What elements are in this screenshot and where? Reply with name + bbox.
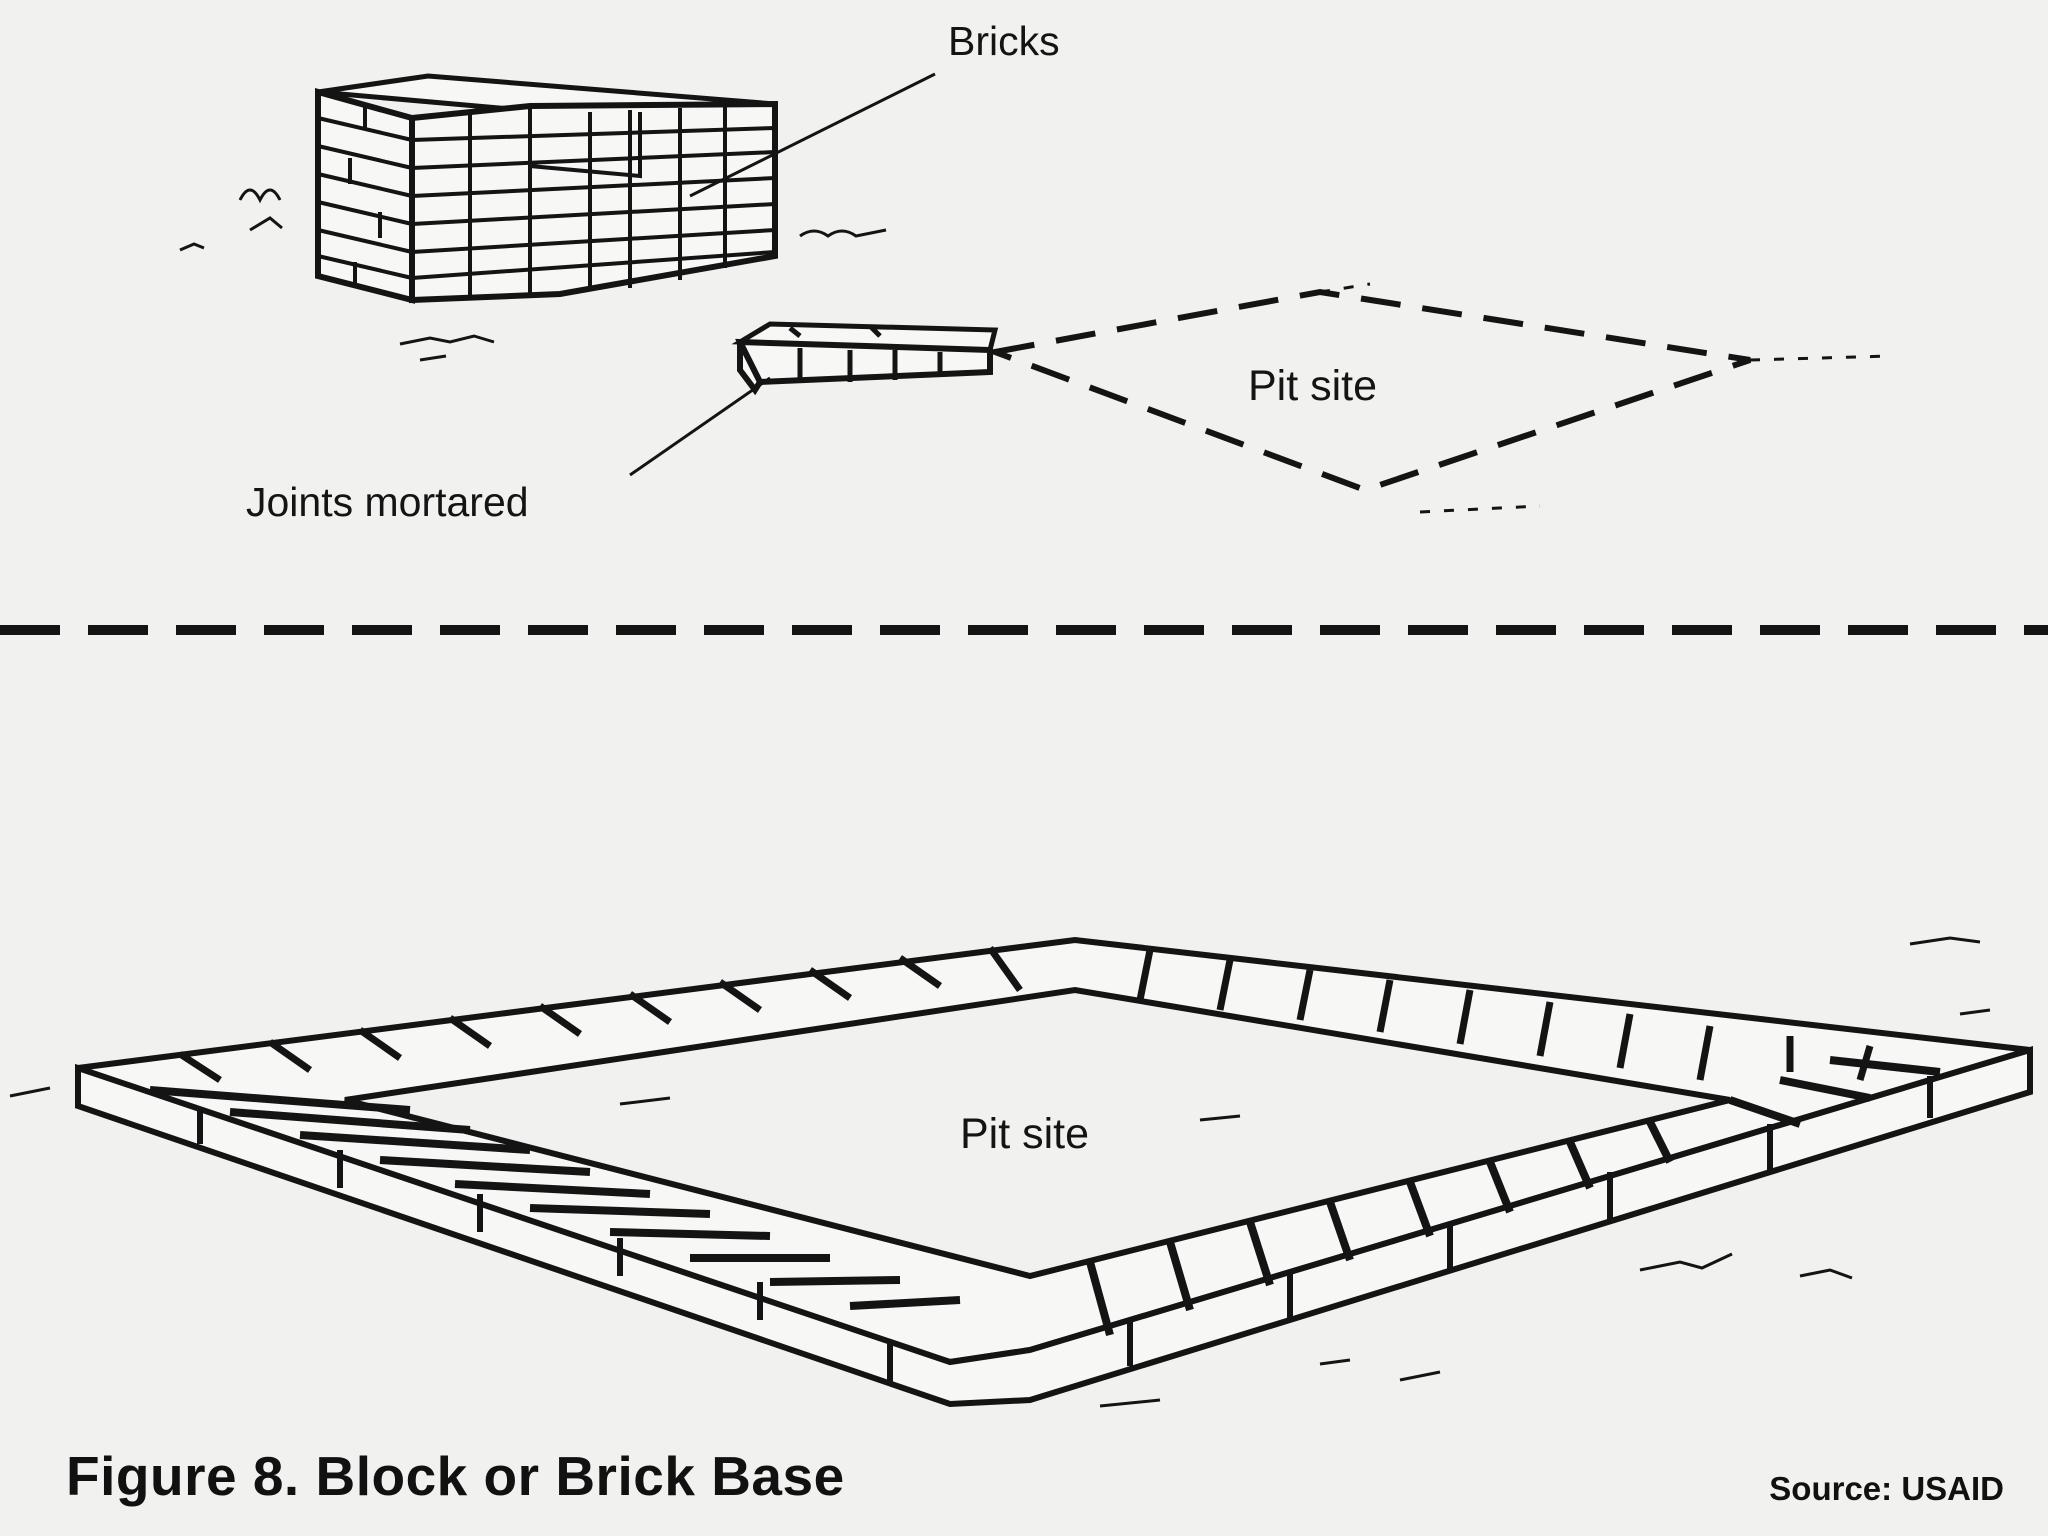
- figure-caption: Figure 8. Block or Brick Base: [66, 1445, 845, 1507]
- source-credit: Source: USAID: [1769, 1470, 2004, 1507]
- joints-leader-line: [629, 376, 771, 477]
- joints-label: Joints mortared: [246, 479, 529, 525]
- bricks-label: Bricks: [948, 18, 1060, 64]
- mortared-brick-row: [731, 321, 999, 396]
- brick-base-frame: [9, 936, 2033, 1408]
- brick-stack: [179, 73, 887, 362]
- pit-site-label-bottom: Pit site: [960, 1110, 1089, 1158]
- bricks-leader-line: [689, 72, 936, 198]
- pit-site-label-top: Pit site: [1248, 362, 1377, 410]
